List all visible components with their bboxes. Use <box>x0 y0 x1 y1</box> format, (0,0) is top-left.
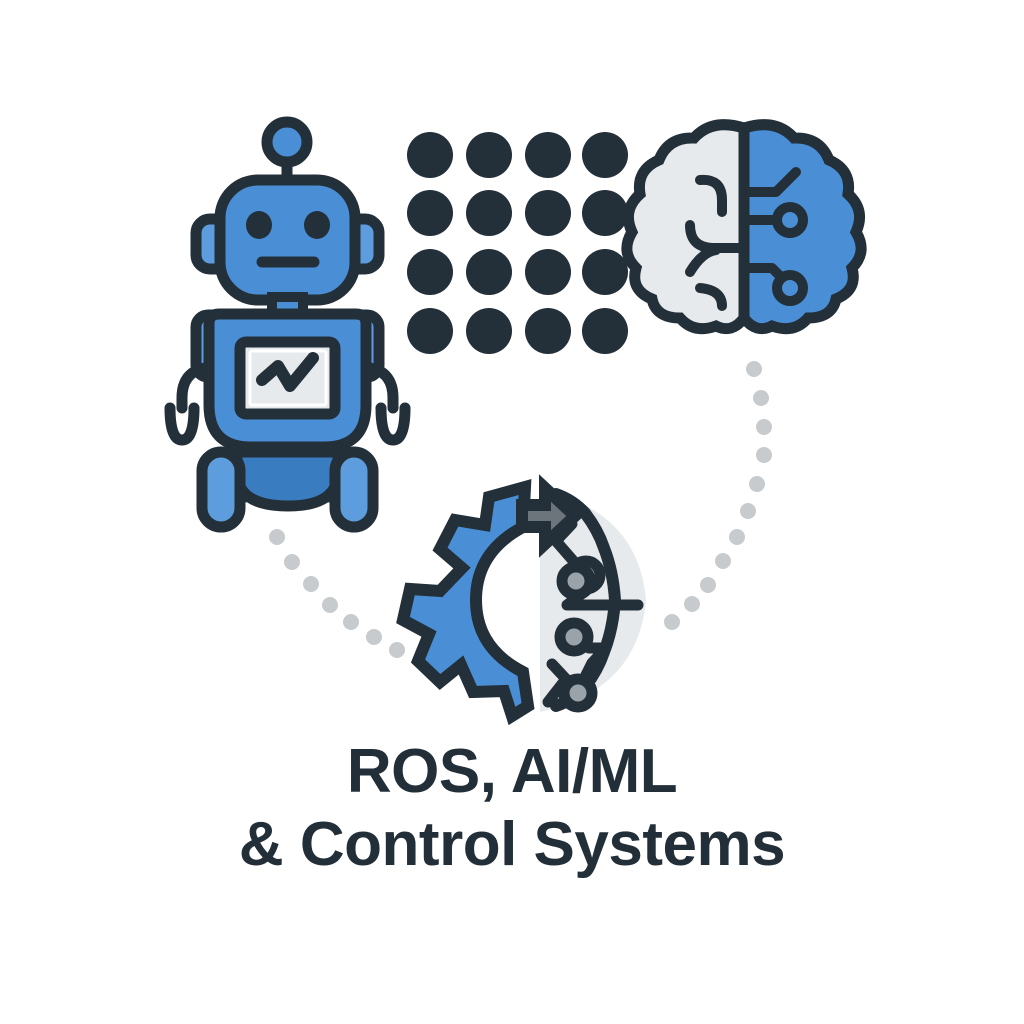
robot-wheel-right <box>329 446 379 533</box>
connector-dot <box>700 577 716 593</box>
grid-dot <box>525 190 571 236</box>
connector-dot <box>756 447 772 463</box>
dotted-connector-left <box>269 529 405 658</box>
robot-claw-right <box>375 402 411 446</box>
circuit-node <box>558 673 598 713</box>
connector-dot <box>389 642 405 658</box>
robot-head <box>214 174 361 306</box>
brain-circuit-node-bottom <box>772 270 808 306</box>
circuit-node <box>554 617 594 657</box>
connector-dot <box>746 361 762 377</box>
grid-dot <box>582 308 628 354</box>
dot-grid <box>407 132 628 354</box>
robot-claw-left <box>164 402 200 446</box>
grid-dot <box>407 132 453 178</box>
brain-fold-upper-left <box>695 174 727 217</box>
connector-dot <box>366 629 382 645</box>
robot-eye-right <box>304 211 330 239</box>
connector-dot <box>269 529 285 545</box>
connector-dot <box>753 390 769 406</box>
grid-dot <box>407 249 453 295</box>
grid-dot <box>466 132 512 178</box>
robot-arm-left <box>176 362 211 414</box>
connector-dot <box>343 614 359 630</box>
robot-wheel-left <box>196 446 246 533</box>
robot-icon <box>164 116 411 533</box>
caption-line-1: ROS, AI/ML <box>346 737 678 806</box>
grid-dot <box>466 190 512 236</box>
grid-dot <box>582 190 628 236</box>
grid-dot <box>466 249 512 295</box>
line-chart-glyph <box>256 352 319 392</box>
connector-dot <box>740 503 756 519</box>
robot-base <box>231 446 344 512</box>
connector-dot <box>729 529 745 545</box>
grid-dot <box>525 308 571 354</box>
grid-dot <box>525 249 571 295</box>
grid-dot <box>407 190 453 236</box>
grid-dot <box>466 308 512 354</box>
connector-dot <box>284 554 300 570</box>
connector-dot <box>756 419 772 435</box>
connector-dot <box>322 597 338 613</box>
circuit-trace-lower <box>574 642 612 693</box>
grid-dot <box>582 249 628 295</box>
brain-circuit-trace-top <box>739 167 801 197</box>
brain-icon <box>621 119 867 335</box>
robot-eye-left <box>246 211 272 239</box>
grid-dot <box>407 308 453 354</box>
connector-dot <box>749 476 765 492</box>
caption-line-2: & Control Systems <box>238 810 786 880</box>
grid-dot <box>525 132 571 178</box>
gear-circuit-icon <box>396 474 646 726</box>
gear-half <box>396 478 535 726</box>
connector-dot <box>664 614 680 630</box>
brain-fold-bottom-left <box>695 283 727 311</box>
grid-dot <box>582 132 628 178</box>
circuit-node <box>556 561 596 601</box>
caption: ROS, AI/ML & Control Systems <box>0 735 1024 881</box>
dotted-connector-right <box>664 361 772 630</box>
connector-dot <box>684 596 700 612</box>
brain-fold-lower-left <box>685 245 721 277</box>
connector-dot <box>303 576 319 592</box>
brain-circuit-node-top <box>772 202 808 238</box>
robot-arm-right <box>364 362 399 414</box>
robot-antenna-ball <box>261 116 313 168</box>
connector-dot <box>715 553 731 569</box>
transfer-arrow-icon <box>516 474 584 558</box>
